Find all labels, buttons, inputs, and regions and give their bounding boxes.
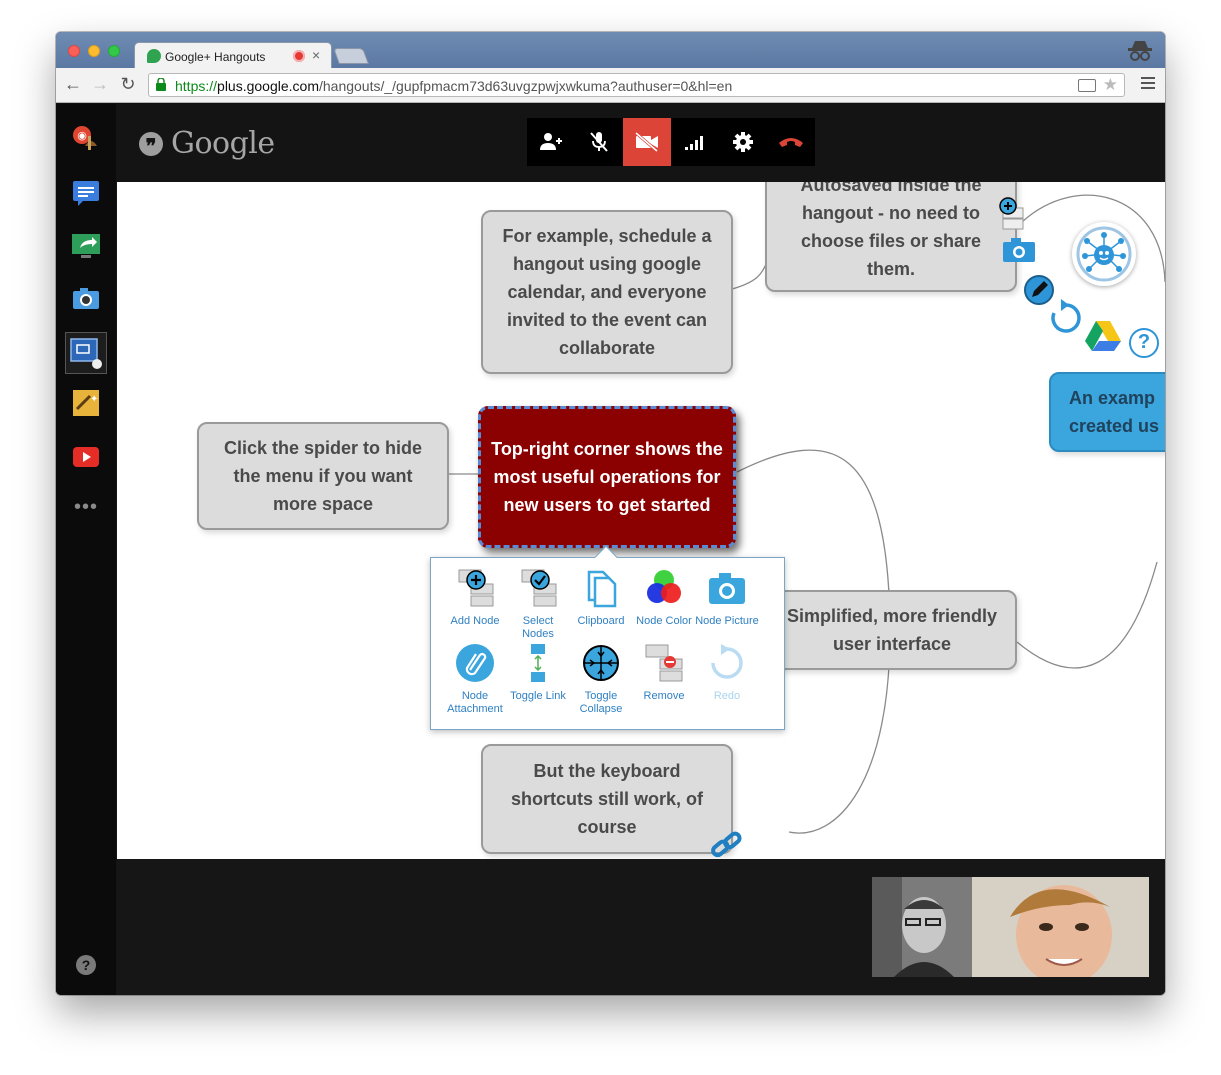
camera-icon [709, 573, 745, 604]
toggle-link-button[interactable]: Toggle Link [506, 643, 570, 703]
edit-pencil-icon[interactable] [1023, 274, 1055, 306]
node-spider-hint[interactable]: Click the spider to hide the menu if you… [197, 422, 449, 530]
add-node-mini-icon[interactable] [995, 194, 1029, 230]
node-autosaved[interactable]: Autosaved inside the hangout - no need t… [765, 182, 1017, 292]
participant-avatar-1 [872, 877, 972, 977]
close-tab-icon[interactable]: × [312, 47, 321, 63]
browser-toolbar: ← → ↻ https://plus.google.com/hangouts/_… [56, 68, 1165, 103]
window-minimize-button[interactable] [88, 45, 100, 57]
node-attachment-button[interactable]: Node Attachment [443, 643, 507, 716]
browser-window: Google+ Hangouts × ← → ↻ https://plus.go… [56, 32, 1165, 995]
redo-button[interactable]: Redo [695, 643, 759, 703]
color-circles-icon [647, 570, 681, 603]
clipboard-button[interactable]: Clipboard [569, 568, 633, 628]
hangouts-app: ◉ ✦ ••• ? ❞ [56, 104, 1165, 995]
mindmap-app-icon[interactable] [65, 332, 107, 374]
select-nodes-button[interactable]: Select Nodes [506, 568, 570, 641]
participant-video-2[interactable] [972, 877, 1149, 977]
remove-node-icon [645, 644, 683, 682]
tab-strip: Google+ Hangouts × [56, 32, 1165, 69]
window-close-button[interactable] [68, 45, 80, 57]
undo-icon[interactable] [1047, 297, 1085, 337]
svg-text:✦: ✦ [90, 394, 98, 405]
capture-camera-icon[interactable] [71, 283, 101, 313]
window-zoom-button[interactable] [108, 45, 120, 57]
effects-icon[interactable]: ✦ [71, 388, 101, 418]
help-icon[interactable]: ? [76, 955, 96, 975]
node-tools-popup: Add Node Select Nodes Clipboard [430, 545, 785, 730]
address-bar[interactable]: https://plus.google.com/hangouts/_/gupfp… [148, 73, 1125, 97]
svg-text:◉: ◉ [77, 129, 87, 142]
recording-indicator-icon [293, 50, 305, 62]
paperclip-icon [456, 644, 494, 682]
url-text: https://plus.google.com/hangouts/_/gupfp… [175, 78, 733, 94]
spider-menu-icon[interactable] [1072, 222, 1136, 286]
node-keyboard[interactable]: But the keyboard shortcuts still work, o… [481, 744, 733, 854]
camera-in-use-icon[interactable] [1078, 79, 1096, 92]
screenshare-icon[interactable] [71, 231, 101, 261]
redo-icon [711, 644, 743, 679]
connector-lines [447, 194, 1165, 834]
hangouts-quote-icon: ❞ [139, 131, 163, 158]
bookmark-star-icon[interactable]: ★ [1102, 75, 1118, 94]
add-node-icon [458, 569, 494, 607]
toggle-collapse-icon [583, 645, 619, 681]
apps-sidebar: ◉ ✦ ••• ? [56, 104, 116, 995]
google-drive-icon[interactable] [1084, 319, 1122, 353]
node-color-button[interactable]: Node Color [632, 568, 696, 628]
mindmap-canvas[interactable]: Autosaved inside the hangout - no need t… [117, 182, 1165, 859]
toggle-collapse-button[interactable]: Toggle Collapse [569, 643, 633, 716]
node-example[interactable]: For example, schedule a hangout using go… [481, 210, 733, 374]
youtube-icon[interactable] [71, 442, 101, 472]
camera-off-icon[interactable] [623, 118, 671, 166]
invite-people-icon[interactable] [527, 118, 575, 166]
lock-icon [156, 78, 166, 91]
tab-title: Google+ Hangouts [165, 50, 266, 64]
google-hangouts-logo: ❞ Google [139, 126, 275, 161]
node-picture-mini-icon[interactable] [1002, 237, 1036, 263]
hangouts-header: ❞ Google [116, 104, 1165, 182]
node-simplified[interactable]: Simplified, more friendly user interface [767, 590, 1017, 670]
toggle-link-icon [531, 644, 545, 682]
select-nodes-icon [521, 569, 557, 607]
link-chain-icon[interactable] [709, 830, 745, 859]
incognito-icon [1128, 41, 1152, 61]
node-picture-button[interactable]: Node Picture [695, 568, 759, 628]
reload-icon[interactable]: ↻ [120, 74, 136, 94]
node-central[interactable]: Top-right corner shows the most useful o… [478, 406, 736, 548]
add-node-button[interactable]: Add Node [443, 568, 507, 628]
hangouts-favicon-icon [147, 49, 161, 63]
more-apps-icon[interactable]: ••• [73, 495, 98, 518]
forward-arrow-icon[interactable]: → [91, 74, 109, 94]
node-example-blue[interactable]: An examp created us [1049, 372, 1165, 452]
settings-gear-icon[interactable] [719, 118, 767, 166]
call-controls [527, 118, 815, 166]
mute-microphone-icon[interactable] [575, 118, 623, 166]
chat-icon[interactable] [71, 178, 101, 208]
new-tab-button[interactable] [333, 48, 369, 64]
browser-tab-hangouts[interactable]: Google+ Hangouts × [134, 42, 332, 69]
chrome-menu-icon[interactable] [1141, 77, 1155, 92]
clipboard-icon [587, 570, 617, 608]
brand-wordmark: Google [171, 126, 275, 161]
hangouts-toolbox-icon[interactable]: ◉ [71, 124, 101, 154]
bandwidth-icon[interactable] [671, 118, 719, 166]
participant-avatar-2 [972, 877, 1149, 977]
hang-up-icon[interactable] [767, 118, 815, 166]
participant-video-1[interactable] [872, 877, 972, 977]
back-arrow-icon[interactable]: ← [64, 74, 82, 94]
remove-button[interactable]: Remove [632, 643, 696, 703]
help-question-icon[interactable]: ? [1129, 328, 1159, 358]
